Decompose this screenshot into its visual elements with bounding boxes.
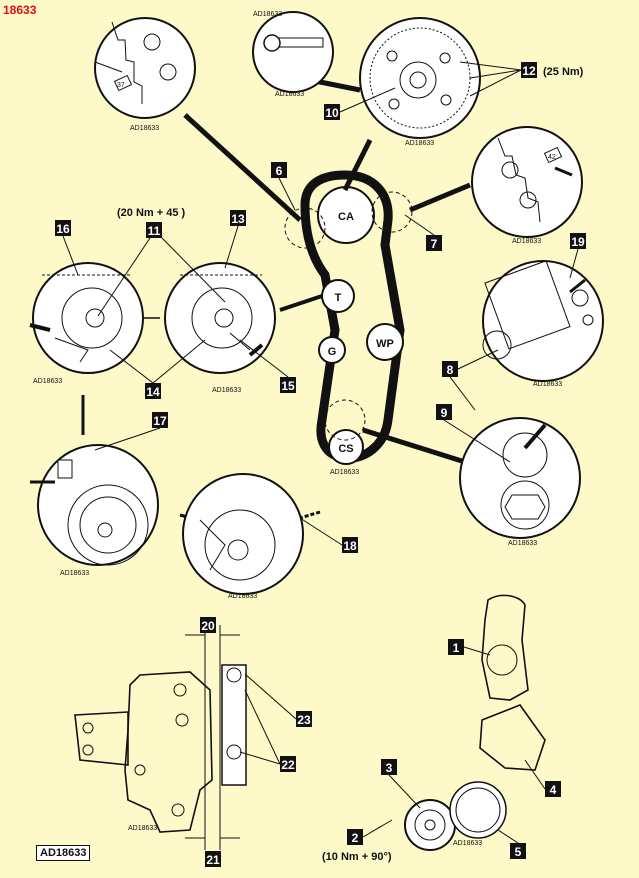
callout-17: 17 bbox=[153, 414, 167, 428]
callout-6: 6 bbox=[276, 164, 283, 178]
crankshaft-label: CS bbox=[338, 443, 353, 455]
detail-circle-crank bbox=[324, 399, 366, 441]
detail-view-cam-mark-37: 37 AD18633 bbox=[94, 17, 196, 132]
ref-code: AD18633 bbox=[405, 140, 434, 147]
callout-box-3 bbox=[381, 759, 397, 775]
callout-20: 20 bbox=[201, 619, 215, 633]
callout-5: 5 bbox=[515, 845, 522, 859]
idler-label: G bbox=[328, 346, 337, 358]
leader-lines bbox=[81, 75, 471, 524]
detail-view-cam-sprocket: AD18633 bbox=[359, 17, 481, 147]
ref-code: AD18633 bbox=[228, 593, 257, 600]
callout-boxes: 12 10 6 7 16 11 13 14 15 19 8 9 17 18 20… bbox=[55, 62, 586, 867]
detail-view-water-pump: AD18633 bbox=[482, 260, 604, 388]
callout-8: 8 bbox=[447, 363, 454, 377]
tensioner-label: T bbox=[335, 292, 342, 304]
callout-9: 9 bbox=[441, 406, 448, 420]
callout-16: 16 bbox=[56, 222, 70, 236]
callout-box-20 bbox=[200, 617, 216, 633]
camshaft-label: CA bbox=[338, 211, 354, 223]
callout-box-22 bbox=[280, 756, 296, 772]
torque-item-2: (10 Nm + 90°) bbox=[322, 851, 392, 863]
callout-box-5 bbox=[510, 843, 526, 859]
detail-circle-6 bbox=[284, 207, 326, 249]
detail-view-tensioner-a: AD18633 bbox=[29, 262, 144, 385]
ref-code: AD18633 bbox=[33, 378, 62, 385]
callout-11: 11 bbox=[148, 224, 161, 238]
ref-code: AD18633 bbox=[128, 825, 157, 832]
callout-box-19 bbox=[570, 233, 586, 249]
callout-box-16 bbox=[55, 220, 71, 236]
engine-mount-view: AD18633 bbox=[74, 625, 247, 850]
callout-box-14 bbox=[145, 383, 161, 399]
ref-badge: AD18633 bbox=[36, 845, 91, 861]
torque-item-11: (20 Nm + 45 ) bbox=[117, 207, 186, 219]
callout-box-11 bbox=[146, 222, 162, 238]
ref-code: AD18633 bbox=[508, 540, 537, 547]
detail-view-tensioner-b: AD18633 bbox=[164, 262, 276, 394]
callout-box-21 bbox=[205, 851, 221, 867]
callout-box-6 bbox=[271, 162, 287, 178]
callout-21: 21 bbox=[206, 853, 220, 867]
callout-box-17 bbox=[152, 412, 168, 428]
callout-box-2 bbox=[347, 829, 363, 845]
callout-leaders bbox=[62, 61, 579, 844]
callout-box-12 bbox=[521, 62, 537, 78]
ref-code: AD18633 bbox=[60, 570, 89, 577]
callout-box-9 bbox=[436, 404, 452, 420]
callout-13: 13 bbox=[231, 212, 245, 226]
callout-box-10 bbox=[324, 104, 340, 120]
callout-box-4 bbox=[545, 781, 561, 797]
detail-view-tensioner-d: AD18633 bbox=[182, 473, 321, 600]
callout-box-15 bbox=[280, 377, 296, 393]
callout-2: 2 bbox=[352, 831, 359, 845]
ref-code-top: AD18633 bbox=[253, 11, 282, 18]
callout-19: 19 bbox=[571, 235, 585, 249]
callout-1: 1 bbox=[453, 641, 460, 655]
ref-code: AD18633 bbox=[453, 840, 482, 847]
callout-23: 23 bbox=[297, 713, 311, 727]
callout-12: 12 bbox=[522, 64, 536, 78]
ref-code: AD18633 bbox=[330, 469, 359, 476]
detail-view-crank-sprocket: AD18633 bbox=[459, 417, 581, 547]
callout-box-7 bbox=[426, 235, 442, 251]
ref-code: AD18633 bbox=[212, 387, 241, 394]
torque-item-12: (25 Nm) bbox=[543, 66, 584, 78]
mark-42: 42 bbox=[548, 154, 556, 161]
callout-3: 3 bbox=[386, 761, 393, 775]
figure-id: 18633 bbox=[3, 3, 37, 17]
callout-4: 4 bbox=[550, 783, 557, 797]
callout-box-18 bbox=[342, 537, 358, 553]
ref-code: AD18633 bbox=[130, 125, 159, 132]
timing-belt-layout: CA T G WP CS AD18633 bbox=[284, 170, 413, 476]
detail-view-tensioner-c: AD18633 bbox=[30, 444, 159, 577]
water-pump-pulley bbox=[366, 323, 404, 361]
ref-code: AD18633 bbox=[275, 91, 304, 98]
ref-code: AD18633 bbox=[512, 238, 541, 245]
mark-37: 37 bbox=[117, 82, 125, 89]
callout-15: 15 bbox=[281, 379, 295, 393]
callout-7: 7 bbox=[431, 237, 438, 251]
ref-code: AD18633 bbox=[533, 381, 562, 388]
detail-view-cam-mark-42: 42 AD18633 bbox=[471, 126, 583, 245]
callout-box-8 bbox=[442, 361, 458, 377]
callout-22: 22 bbox=[281, 758, 295, 772]
detail-view-locking-pin: AD18633 bbox=[252, 11, 334, 98]
callout-18: 18 bbox=[343, 539, 357, 553]
timing-belt bbox=[300, 170, 405, 463]
idler-pulley bbox=[318, 336, 346, 364]
callout-box-23 bbox=[296, 711, 312, 727]
callout-box-1 bbox=[448, 639, 464, 655]
callout-14: 14 bbox=[146, 385, 160, 399]
callout-box-13 bbox=[230, 210, 246, 226]
detail-circle-7 bbox=[371, 191, 413, 233]
covers-view: AD18633 bbox=[404, 594, 546, 851]
water-pump-label: WP bbox=[376, 338, 394, 350]
callout-10: 10 bbox=[325, 106, 339, 120]
